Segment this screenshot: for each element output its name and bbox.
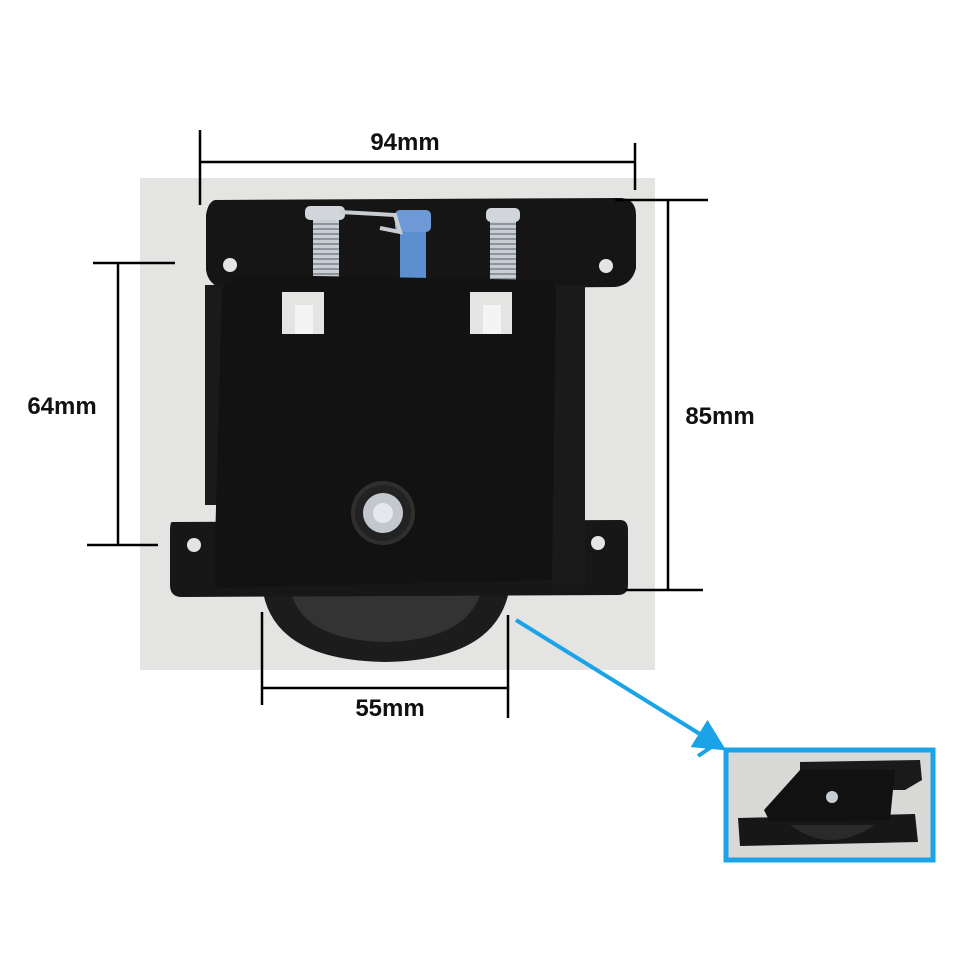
dimension-height-left: 64mm: [27, 261, 175, 547]
label-width-top: 94mm: [370, 129, 439, 156]
dimension-height-right: 85mm: [615, 198, 755, 592]
wheel: [262, 585, 510, 662]
product-photo: [140, 178, 655, 670]
label-height-right: 85mm: [685, 403, 754, 430]
label-wheel-width: 55mm: [355, 695, 424, 722]
adjustment-screws: [305, 206, 520, 285]
carriage-plate: [214, 275, 556, 588]
dimension-wheel-width: 55mm: [260, 612, 510, 722]
label-height-left: 64mm: [27, 393, 96, 420]
dimension-width-top: 94mm: [198, 129, 637, 205]
callout-arrow: [514, 618, 727, 751]
inset-side-view: [723, 747, 936, 863]
